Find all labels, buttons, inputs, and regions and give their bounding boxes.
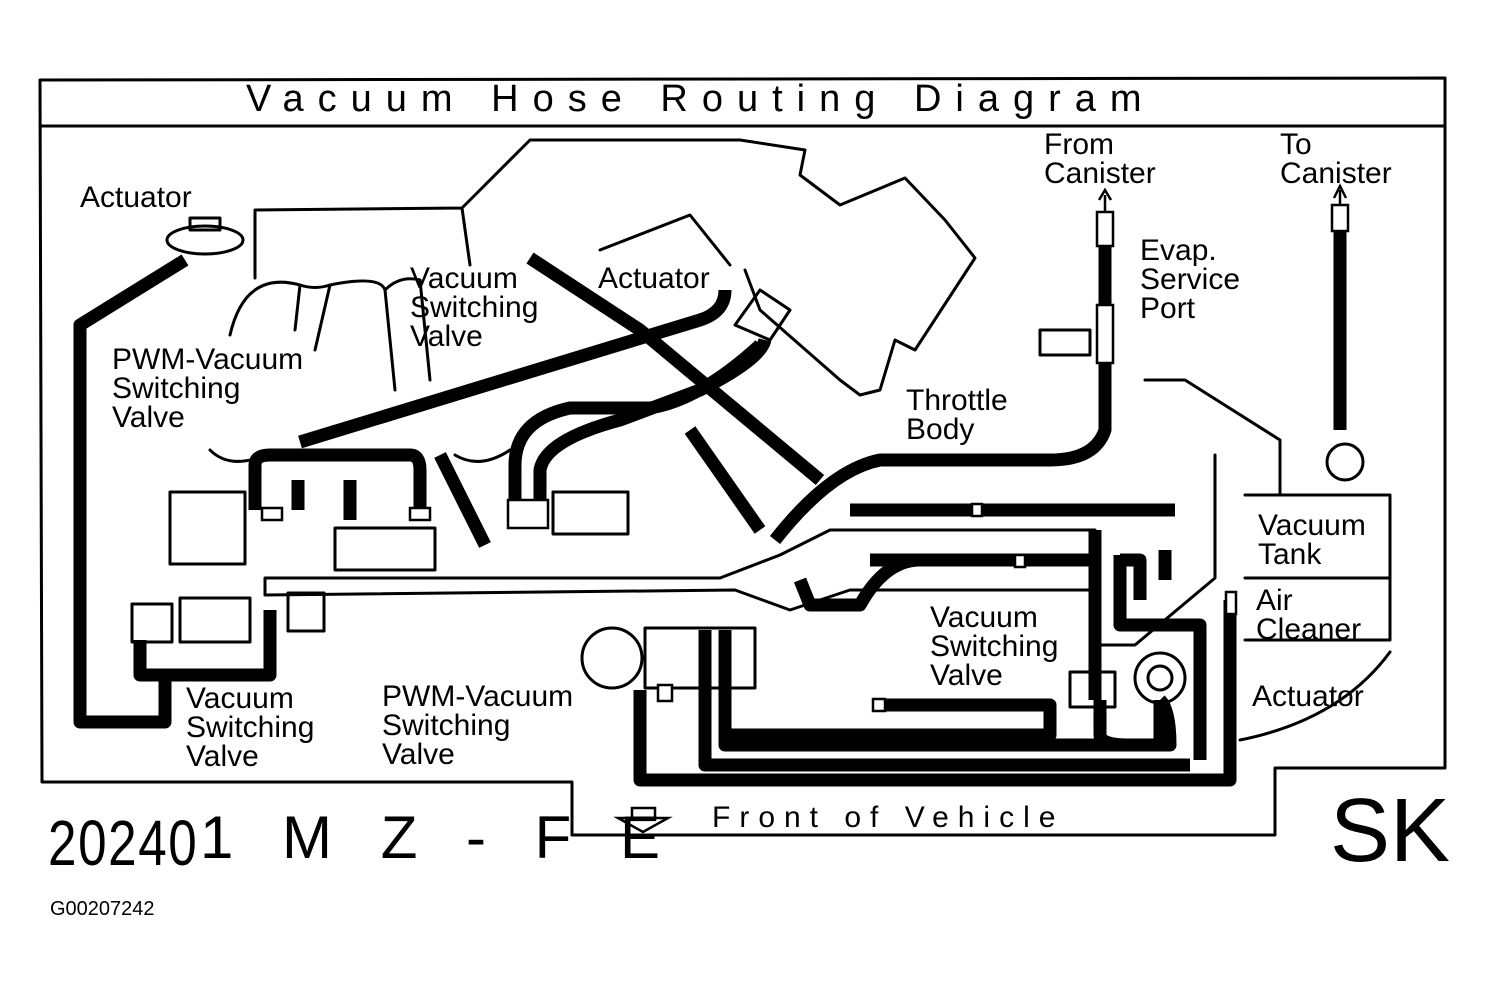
air-cleaner-outline [1093, 378, 1282, 647]
connector-5 [260, 506, 284, 522]
actuator-left-diaphragm [165, 224, 245, 256]
label-vsv-lower-left: Vacuum Switching Valve [186, 682, 315, 773]
hose-center-diagonal [434, 452, 491, 548]
vsv-box-center [333, 526, 437, 572]
air-cleaner-actuator-ring [1133, 651, 1187, 705]
hose-vsv-lower-left [133, 610, 277, 682]
connector-canister-to [1330, 203, 1350, 233]
evap-port-fitting [1038, 328, 1092, 357]
hose-tank-lower [850, 503, 1207, 760]
diagram-title: Vacuum Hose Routing Diagram [246, 78, 1156, 120]
label-evap-service-port: Evap. Service Port [1140, 234, 1241, 325]
label-vsv-right: Vacuum Switching Valve [930, 601, 1059, 692]
vsv-box-left [168, 490, 247, 566]
label-vsv-upper: Vacuum Switching Valve [410, 262, 539, 353]
connector-3 [871, 697, 887, 713]
vsv-box-mid [551, 490, 630, 536]
reference-id: G00207242 [50, 898, 155, 920]
hose-vsv-right [1093, 700, 1167, 752]
air-cleaner-actuator-ring-inner [1146, 664, 1174, 692]
vsv-box-lower-left-2 [286, 591, 326, 633]
hose-manifold-diagonal [298, 289, 732, 449]
intake-runners [228, 277, 432, 392]
vsv-box-lower-left-3 [130, 602, 174, 644]
label-pwm-vsv-upper: PWM-Vacuum Switching Valve [112, 343, 304, 434]
hose-actuator-left [73, 254, 189, 729]
vsv-box-lower-left [178, 596, 252, 644]
arrow-from-canister [1097, 187, 1113, 212]
label-actuator-center: Actuator [598, 262, 710, 295]
throttle-body-outline [738, 138, 977, 397]
connector-evap-top [1095, 210, 1115, 248]
connector-2 [1013, 553, 1027, 569]
label-air-cleaner: Air Cleaner [1256, 584, 1362, 646]
label-from-canister: From Canister [1044, 128, 1156, 190]
corner-tag: SK [1330, 781, 1451, 881]
figure-code: 20240 [48, 807, 199, 879]
label-throttle-body: Throttle Body [906, 384, 1008, 446]
intake-manifold-outline [253, 138, 742, 280]
label-vacuum-tank: Vacuum Tank [1258, 509, 1366, 571]
label-actuator-right: Actuator [1252, 680, 1364, 713]
connector-1 [970, 502, 984, 518]
actuator-right-leader [1238, 650, 1392, 742]
connector-7 [506, 498, 550, 530]
hose-actuator-center [508, 337, 772, 500]
connector-6 [408, 506, 432, 522]
hose-pwm-vsv-lower [633, 600, 1237, 787]
front-of-vehicle-arrow [613, 806, 673, 834]
actuator-housing [598, 213, 792, 342]
vacuum-tank-ball [1325, 442, 1365, 482]
hose-pwm-vsv-upper [248, 448, 427, 510]
hose-throttle-diagonal [526, 252, 825, 534]
hose-throttle-bottom [793, 553, 921, 612]
engine-code: 1 M Z - F E [200, 804, 676, 871]
label-to-canister: To Canister [1280, 128, 1392, 190]
arrow-to-canister [1332, 183, 1348, 205]
hose-small-fittings [1120, 550, 1172, 600]
hose-pwm-vsv-upper-2 [291, 480, 357, 520]
pwm-vsv-lower-ball [580, 626, 644, 690]
air-duct-main [263, 528, 1097, 612]
front-of-vehicle-label: Front of Vehicle [712, 801, 1065, 834]
label-pwm-vsv-lower: PWM-Vacuum Switching Valve [382, 680, 574, 771]
label-actuator-left: Actuator [80, 181, 192, 214]
connector-4 [1224, 590, 1238, 616]
diagram-frame [38, 76, 1447, 837]
connector-8 [656, 683, 674, 703]
actuator-left-top [188, 216, 222, 232]
hose-evap [769, 360, 1112, 545]
connector-evap-mid [1095, 303, 1115, 365]
vacuum-tank-outline [1243, 493, 1392, 642]
